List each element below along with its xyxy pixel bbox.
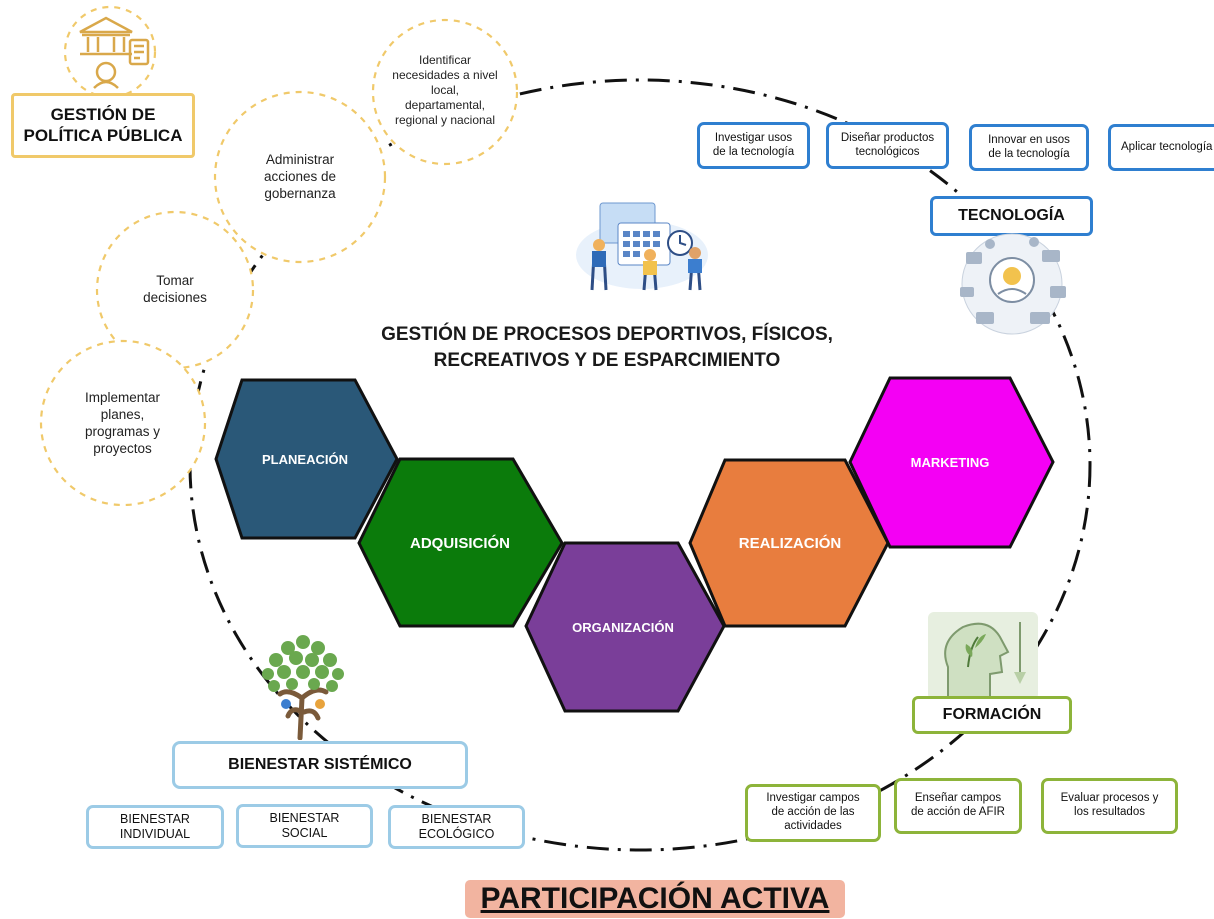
tech-item-apply: Aplicar tecnología <box>1108 124 1214 171</box>
formation-head-icon <box>928 612 1038 700</box>
tech-item-innovate-line2: de la tecnología <box>988 147 1070 160</box>
bubble-identify-line4: departamental, <box>404 97 486 112</box>
tech-item-design-line1: Diseñar productos <box>840 131 935 144</box>
wellbeing-item-individual: BIENESTAR INDIVIDUAL <box>86 805 224 849</box>
tech-item-design: Diseñar productos tecnológicos <box>826 122 949 169</box>
wellbeing-item-individual-line1: BIENESTAR <box>120 812 190 826</box>
tech-item-investigate-line1: Investigar usos <box>714 131 793 144</box>
tech-item-innovate: Innovar en usos de la tecnología <box>969 124 1089 171</box>
wellbeing-item-social-line2: SOCIAL <box>281 826 328 840</box>
bubble-implement-line3: programas y <box>84 424 161 439</box>
policy-header-line1: GESTIÓN DE <box>50 105 156 125</box>
bubble-administer-outline <box>213 90 387 264</box>
formation-item-teach: Enseñar campos de acción de AFIR <box>894 778 1022 834</box>
formation-item-investigate-line1: Investigar campos <box>766 792 860 805</box>
wellbeing-item-ecological-line2: ECOLÓGICO <box>418 827 495 841</box>
bubble-administer-line2: acciones de <box>263 169 337 185</box>
bubble-implement-line4: proyectos <box>93 440 152 456</box>
hex-planeacion[interactable] <box>214 378 399 540</box>
bubble-implement-line2: planes, <box>100 407 145 423</box>
hex-label-marketing: MARKETING <box>910 454 990 470</box>
hex-label-adquisicion: ADQUISICIÓN <box>409 534 510 552</box>
hex-label-planeacion: PLANEACIÓN <box>262 451 348 467</box>
formation-item-teach-line1: Enseñar campos <box>914 792 1002 805</box>
hex-label-organizacion: ORGANIZACIÓN <box>572 619 674 635</box>
formation-item-investigate-line3: actividades <box>784 819 842 832</box>
bubble-administer-line3: gobernanza <box>264 185 336 201</box>
central-title-line1: GESTIÓN DE PROCESOS DEPORTIVOS, FÍSICOS, <box>381 324 833 345</box>
hex-organizacion[interactable] <box>524 541 726 713</box>
formation-item-evaluate-line1: Evaluar procesos y <box>1060 792 1159 805</box>
bubble-decide-line2: decisiones <box>143 290 207 305</box>
bubble-identify-line2: necesidades a nivel <box>392 67 498 82</box>
tech-item-innovate-line1: Innovar en usos <box>988 133 1070 146</box>
technology-header: TECNOLOGÍA <box>930 196 1093 236</box>
policy-header-line2: POLÍTICA PÚBLICA <box>23 125 183 145</box>
tech-item-apply-line1: Aplicar tecnología <box>1121 140 1213 153</box>
wellbeing-tree-icon <box>262 635 344 740</box>
formation-item-evaluate-line2: los resultados <box>1074 806 1145 818</box>
hex-realizacion[interactable] <box>688 458 890 628</box>
bubble-identify-line3: local, <box>430 82 459 97</box>
wellbeing-item-individual-line2: INDIVIDUAL <box>119 827 191 841</box>
hex-label-realizacion: REALIZACIÓN <box>738 534 842 552</box>
bubble-identify-line1: Identificar <box>418 52 472 67</box>
bubble-identify-line5: regional y nacional <box>394 112 496 127</box>
technology-head-icon <box>960 233 1066 335</box>
bubble-identify: Identificar necesidades a nivel local, d… <box>380 40 510 140</box>
bubble-implement-outline <box>39 339 207 507</box>
bubble-decide-line1: Tomar <box>156 273 194 289</box>
policy-header: GESTIÓN DE POLÍTICA PÚBLICA <box>11 93 195 158</box>
hex-adquisicion[interactable] <box>357 457 564 628</box>
bubble-implement-line1: Implementar <box>84 390 161 406</box>
tech-item-investigate: Investigar usos de la tecnología <box>697 122 810 169</box>
bubble-administer: Administrar acciones de gobernanza <box>240 140 360 215</box>
tech-item-design-line2: tecnológicos <box>855 145 920 158</box>
wellbeing-item-social: BIENESTAR SOCIAL <box>236 804 373 848</box>
planning-calendar-icon <box>576 202 708 291</box>
government-building-icon <box>79 16 150 89</box>
tech-item-investigate-line2: de la tecnología <box>712 145 795 158</box>
formation-header: FORMACIÓN <box>912 696 1072 734</box>
central-title-line2: RECREATIVOS Y DE ESPARCIMIENTO <box>433 350 781 371</box>
formation-item-investigate-line2: de acción de las <box>771 806 855 819</box>
hex-marketing[interactable] <box>848 376 1055 549</box>
footer-participation: PARTICIPACIÓN ACTIVA <box>465 880 845 918</box>
wellbeing-item-social-line1: BIENESTAR <box>269 811 340 825</box>
formation-item-investigate: Investigar campos de acción de las activ… <box>745 784 881 842</box>
bubble-implement: Implementar planes, programas y proyecto… <box>65 380 180 468</box>
wellbeing-item-ecological: BIENESTAR ECOLÓGICO <box>388 805 525 849</box>
bubble-identify-outline <box>371 18 519 166</box>
bubble-administer-line1: Administrar <box>265 152 335 168</box>
bubble-decide: Tomar decisiones <box>120 265 230 315</box>
formation-item-evaluate: Evaluar procesos y los resultados <box>1041 778 1178 834</box>
central-title: GESTIÓN DE PROCESOS DEPORTIVOS, FÍSICOS,… <box>0 322 1214 374</box>
process-cycle-ring <box>188 78 1092 852</box>
formation-item-teach-line2: de acción de AFIR <box>911 806 1005 818</box>
wellbeing-item-ecological-line1: BIENESTAR <box>421 812 492 826</box>
wellbeing-header: BIENESTAR SISTÉMICO <box>172 741 468 789</box>
government-icon-outline <box>63 5 157 99</box>
